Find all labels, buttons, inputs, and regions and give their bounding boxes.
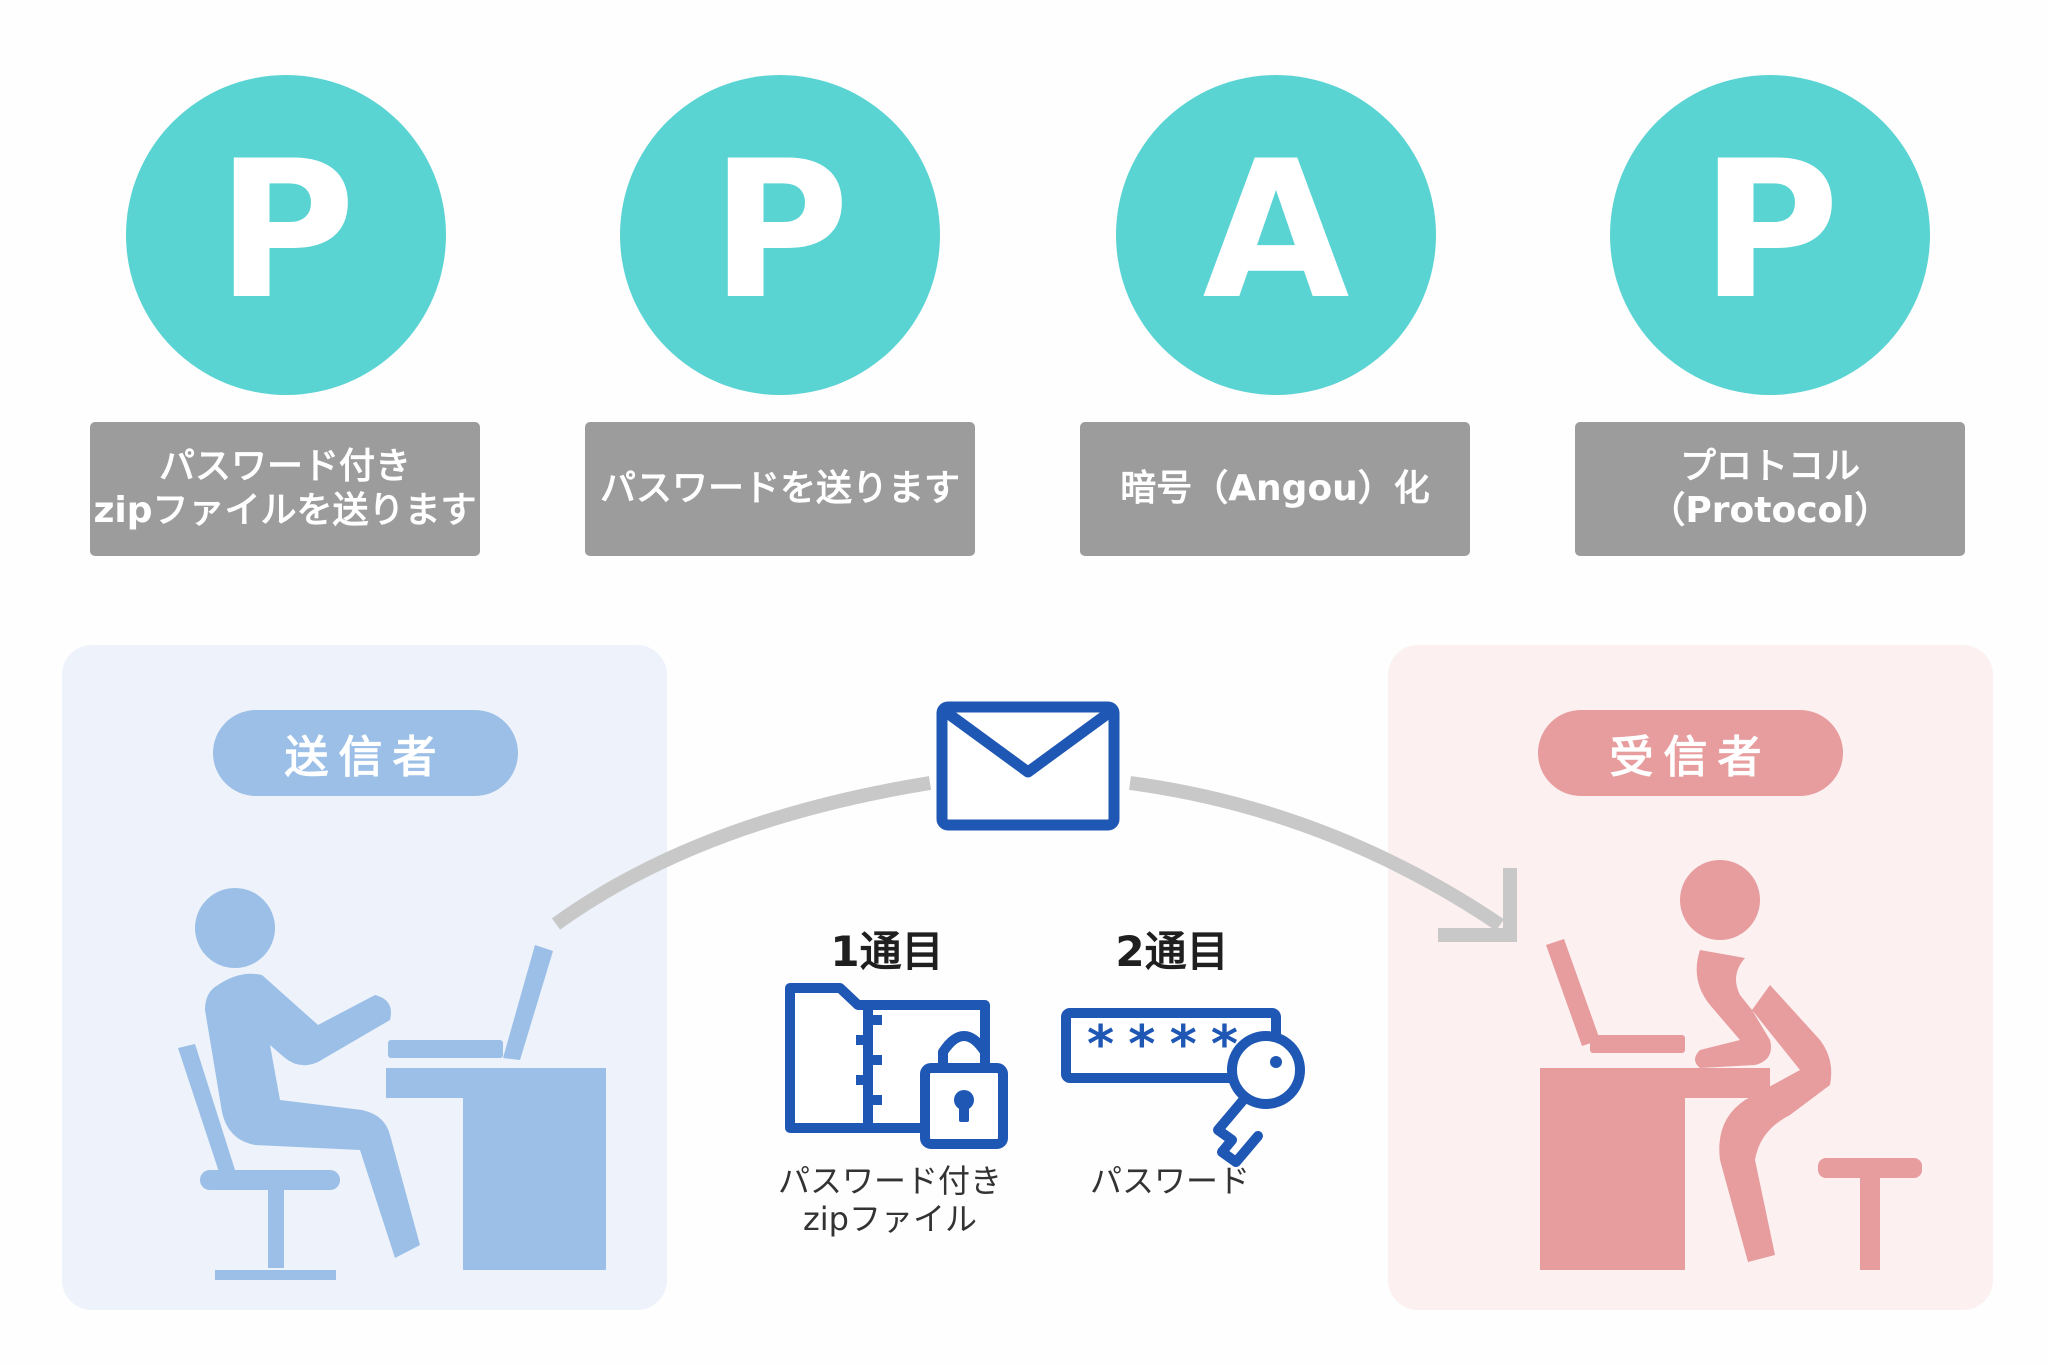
key-icon bbox=[1213, 1031, 1305, 1167]
message-2-caption: パスワード bbox=[1089, 1162, 1250, 1200]
label-text-3: 暗号（Angou）化 bbox=[1120, 468, 1430, 509]
message-1-title: 1通目 bbox=[830, 927, 944, 976]
arrow-arc-left bbox=[551, 776, 932, 930]
zipper bbox=[856, 1015, 882, 1105]
keyhole-icon bbox=[954, 1090, 974, 1122]
letter-p-2: P bbox=[710, 120, 850, 341]
message-1-caption: パスワード付き zipファイル bbox=[777, 1162, 1002, 1238]
letter-circle-2: P bbox=[620, 75, 940, 395]
arrow-arc-right bbox=[1129, 776, 1504, 931]
label-box-3: 暗号（Angou）化 bbox=[1080, 422, 1470, 556]
receiver-person-icon bbox=[1540, 860, 1922, 1270]
envelope-icon bbox=[936, 701, 1120, 831]
letter-p-1: P bbox=[216, 120, 356, 341]
arrow-head bbox=[1438, 868, 1517, 942]
zip-folder-lock-icon bbox=[785, 983, 1008, 1149]
sender-person-icon bbox=[178, 888, 606, 1280]
letter-circle-4: P bbox=[1610, 75, 1930, 395]
letter-a: A bbox=[1202, 120, 1350, 341]
transfer-arrow bbox=[551, 776, 1517, 942]
letter-circle-3: A bbox=[1116, 75, 1436, 395]
sender-badge: 送信者 bbox=[213, 710, 518, 796]
label-text-4: プロトコル （Protocol） bbox=[1649, 446, 1891, 531]
letter-circle-1: P bbox=[126, 75, 446, 395]
message-2-title: 2通目 bbox=[1115, 927, 1229, 976]
label-text-2: パスワードを送ります bbox=[599, 468, 960, 509]
receiver-badge: 受信者 bbox=[1538, 710, 1843, 796]
label-box-2: パスワードを送ります bbox=[585, 422, 975, 556]
letter-p-3: P bbox=[1700, 120, 1840, 341]
label-box-4: プロトコル （Protocol） bbox=[1575, 422, 1965, 556]
label-text-1: パスワード付き zipファイルを送ります bbox=[93, 446, 477, 531]
label-box-1: パスワード付き zipファイルを送ります bbox=[90, 422, 480, 556]
password-mask: **** bbox=[1085, 1015, 1251, 1075]
